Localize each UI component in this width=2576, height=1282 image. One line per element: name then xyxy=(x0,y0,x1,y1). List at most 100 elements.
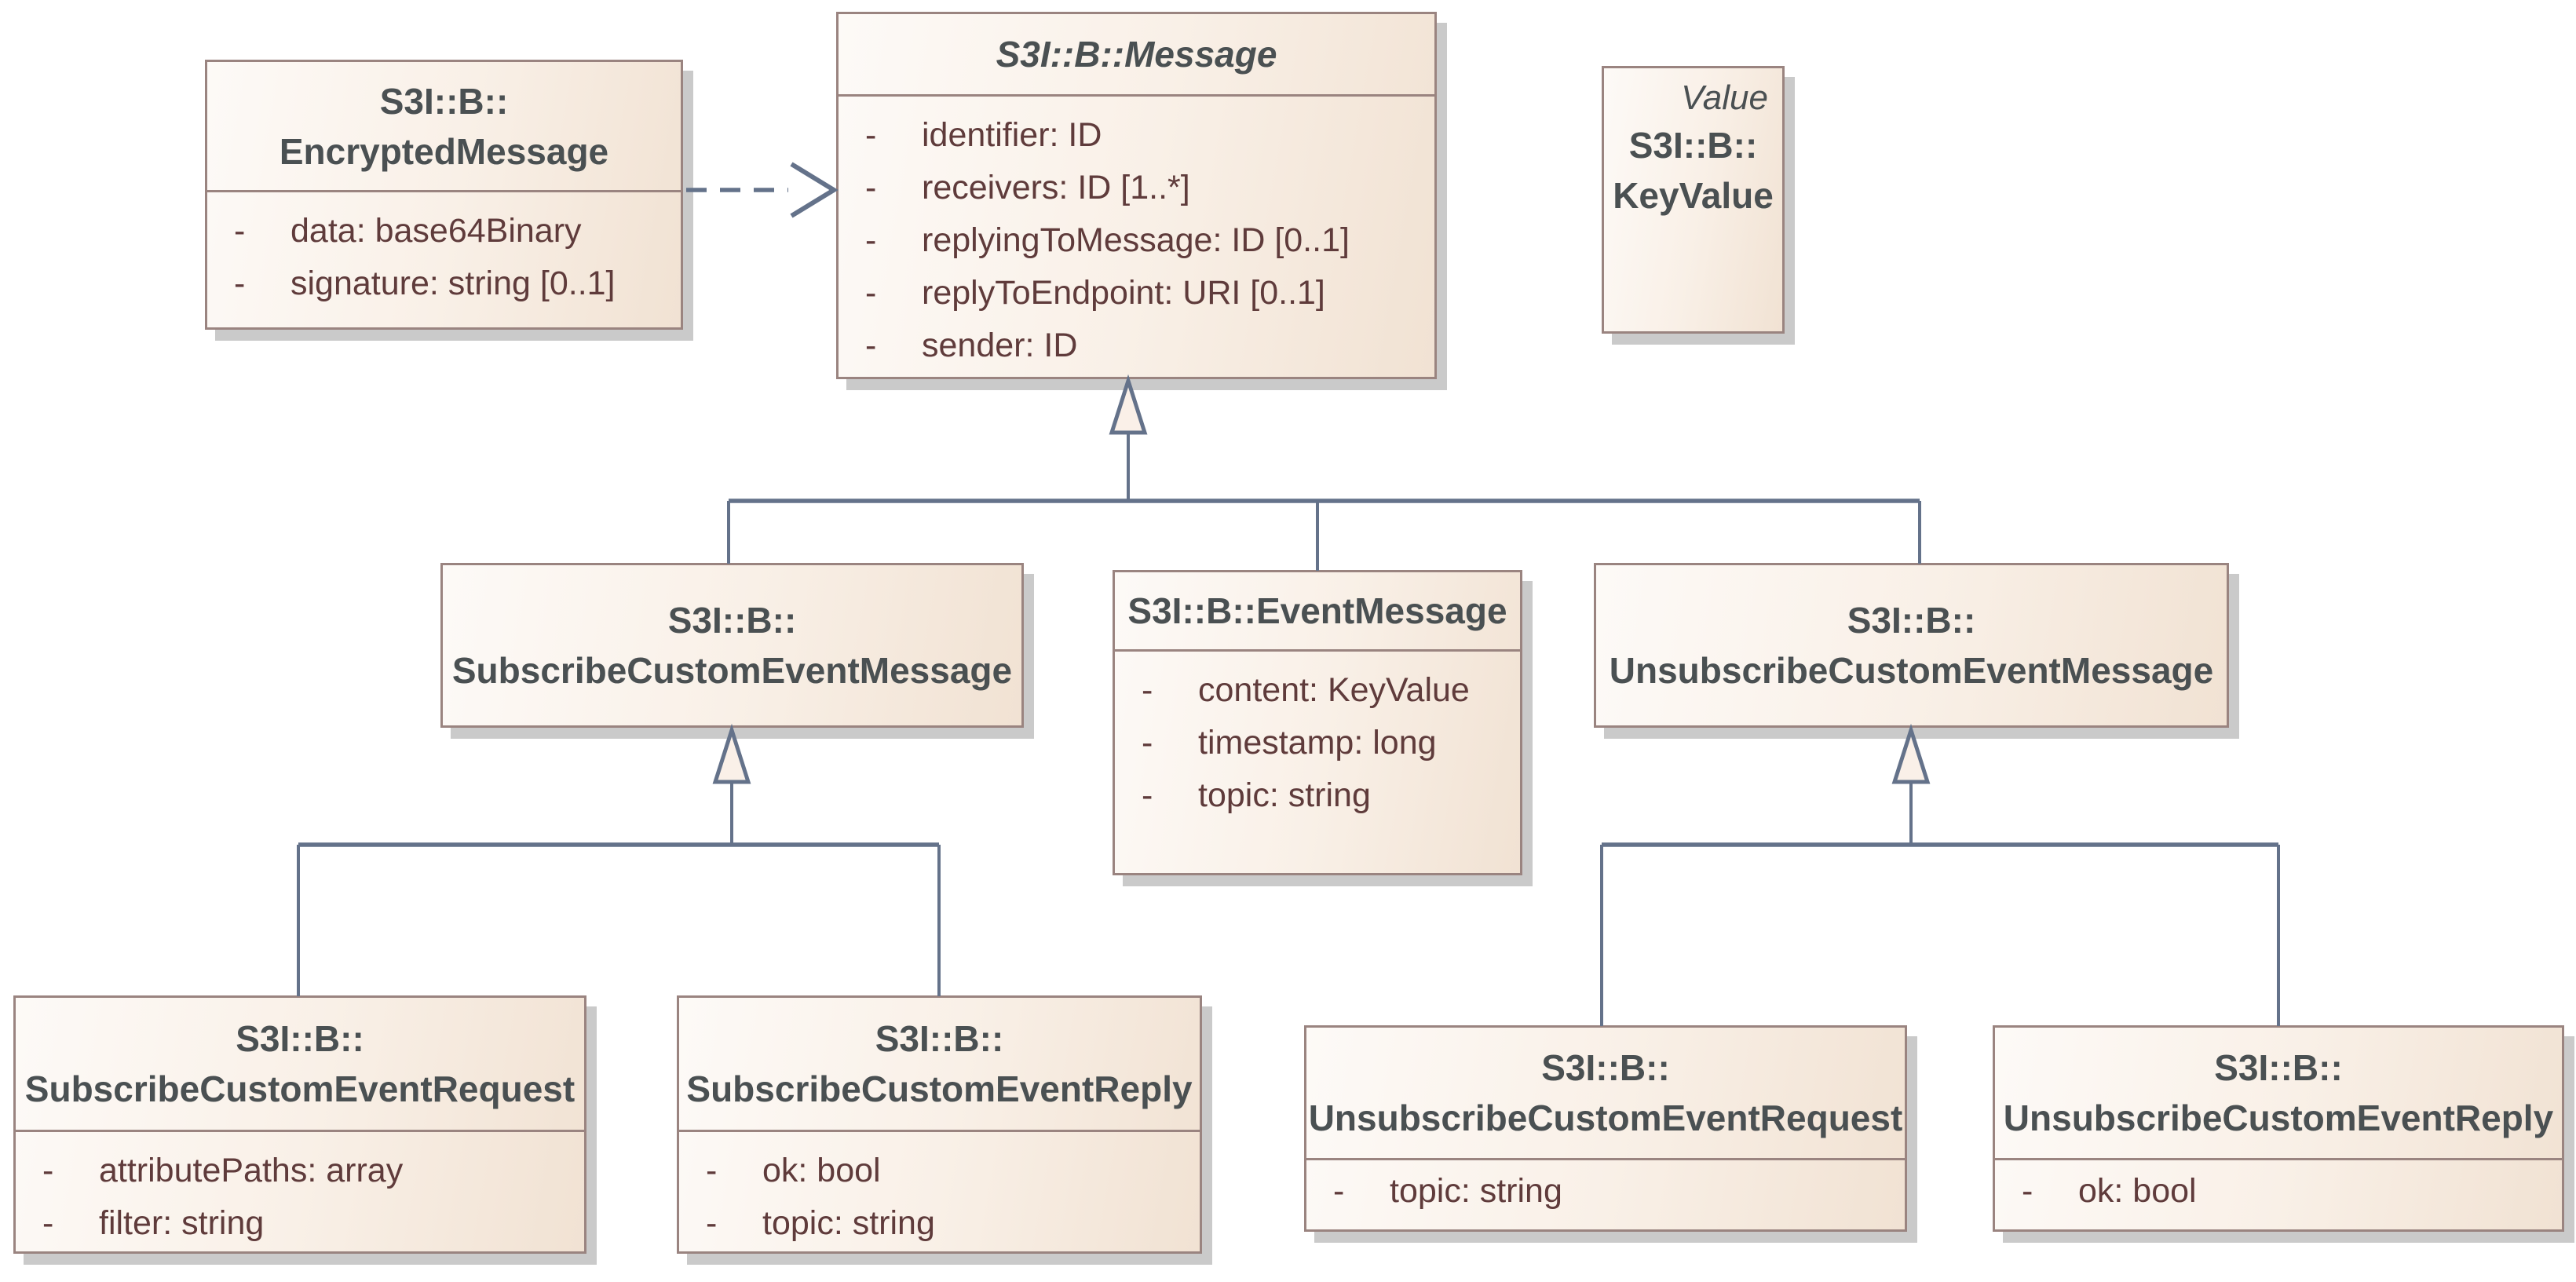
attribute-text: ok: bool xyxy=(762,1152,881,1189)
class-name: UnsubscribeCustomEventRequest xyxy=(1308,1098,1903,1138)
visibility-marker: - xyxy=(1333,1172,1345,1210)
class-name: SubscribeCustomEventReply xyxy=(686,1068,1193,1109)
class-name: UnsubscribeCustomEventMessage xyxy=(1609,650,2214,691)
visibility-marker: - xyxy=(1142,776,1153,814)
visibility-marker: - xyxy=(706,1152,718,1189)
attribute-row: - timestamp: long xyxy=(1115,717,1520,769)
class-subscribe-custom-event-reply[interactable]: S3I::B:: SubscribeCustomEventReply - ok: … xyxy=(677,995,1202,1254)
attribute-text: topic: string xyxy=(1198,776,1371,814)
class-title: Value S3I::B:: KeyValue xyxy=(1604,68,1782,331)
stereotype-label: Value xyxy=(1681,79,1768,117)
class-name: S3I::B:: xyxy=(667,600,797,641)
class-name: S3I::B:: xyxy=(2214,1047,2343,1088)
visibility-marker: - xyxy=(706,1204,718,1242)
generalization-triangle-icon xyxy=(712,723,751,784)
generalization-tree-subscribe xyxy=(297,723,941,996)
attribute-text: signature: string [0..1] xyxy=(290,265,616,302)
visibility-marker: - xyxy=(1142,724,1153,762)
attribute-row: - replyingToMessage: ID [0..1] xyxy=(839,214,1434,267)
class-title: S3I::B:: UnsubscribeCustomEventMessage xyxy=(1596,565,2227,725)
attribute-row: -content: KeyValue xyxy=(1115,664,1520,717)
class-name: S3I::B:: xyxy=(1628,125,1758,166)
class-title: S3I::B:: SubscribeCustomEventRequest xyxy=(16,998,584,1132)
class-subscribe-custom-event-message[interactable]: S3I::B:: SubscribeCustomEventMessage xyxy=(440,563,1024,728)
visibility-marker: - xyxy=(42,1152,54,1189)
class-unsubscribe-custom-event-reply[interactable]: S3I::B:: UnsubscribeCustomEventReply - ok… xyxy=(1993,1025,2564,1232)
generalization-triangle-icon xyxy=(1109,374,1148,435)
attribute-row: - filter: string xyxy=(16,1197,584,1250)
attribute-row: - identifier: ID xyxy=(839,109,1434,162)
visibility-marker: - xyxy=(42,1204,54,1242)
attribute-text: receivers: ID [1..*] xyxy=(922,169,1190,206)
attribute-text: identifier: ID xyxy=(922,116,1102,154)
class-event-message[interactable]: S3I::B::EventMessage -content: KeyValue … xyxy=(1113,570,1522,875)
attribute-text: content: KeyValue xyxy=(1198,671,1470,709)
class-title: S3I::B:: SubscribeCustomEventMessage xyxy=(443,565,1021,725)
class-key-value[interactable]: Value S3I::B:: KeyValue xyxy=(1602,66,1785,334)
attribute-text: ok: bool xyxy=(2078,1172,2197,1210)
class-title: S3I::B:: EncryptedMessage xyxy=(207,62,681,192)
class-name: SubscribeCustomEventMessage xyxy=(451,650,1013,691)
attribute-compartment: -content: KeyValue - timestamp: long - top… xyxy=(1115,652,1520,822)
attribute-compartment: - ok: bool - topic: string xyxy=(679,1132,1200,1250)
visibility-marker: - xyxy=(234,212,246,250)
class-name: S3I::B:: xyxy=(1541,1047,1670,1088)
class-name: KeyValue xyxy=(1613,175,1774,216)
class-name: SubscribeCustomEventRequest xyxy=(24,1068,575,1109)
class-name: S3I::B:: xyxy=(236,1018,364,1059)
class-message[interactable]: S3I::B::Message -identifier: ID -receive… xyxy=(836,12,1437,379)
class-subscribe-custom-event-request[interactable]: S3I::B:: SubscribeCustomEventRequest - at… xyxy=(13,995,586,1254)
class-title: S3I::B:: SubscribeCustomEventReply xyxy=(679,998,1200,1132)
visibility-marker: - xyxy=(865,327,877,364)
attribute-text: timestamp: long xyxy=(1198,724,1437,762)
visibility-marker: - xyxy=(234,265,246,302)
attribute-compartment: - identifier: ID - receivers: ID [1..*] - r… xyxy=(839,97,1434,372)
class-name: S3I::B:: xyxy=(875,1018,1004,1059)
attribute-text: sender: ID xyxy=(922,327,1078,364)
class-name: S3I::B::Message xyxy=(996,34,1277,75)
class-title: S3I::B::EventMessage xyxy=(1115,572,1520,652)
attribute-text: topic: string xyxy=(1390,1172,1562,1210)
attribute-row: - data: base64Binary xyxy=(207,205,681,257)
class-encrypted-message[interactable]: S3I::B:: EncryptedMessage - data: base64B… xyxy=(205,60,683,330)
attribute-row: - signature: string [0..1] xyxy=(207,257,681,310)
class-title: S3I::B::Message xyxy=(839,14,1434,97)
dependency-arrow-encrypted-to-message xyxy=(686,162,839,218)
visibility-marker: - xyxy=(2022,1172,2033,1210)
class-name: EncryptedMessage xyxy=(279,130,609,172)
attribute-row: - replyToEndpoint: URI [0..1] xyxy=(839,267,1434,320)
attribute-compartment: - attributePaths: array - filter: string xyxy=(16,1132,584,1250)
attribute-row: - topic: string xyxy=(1115,769,1520,822)
generalization-triangle-icon xyxy=(1891,723,1931,784)
class-name: S3I::B::EventMessage xyxy=(1127,590,1507,631)
attribute-row: - sender: ID xyxy=(839,320,1434,372)
class-name: S3I::B:: xyxy=(379,80,509,122)
attribute-text: data: base64Binary xyxy=(290,212,582,250)
attribute-row: - topic: string xyxy=(1306,1165,1905,1218)
attribute-row: - receivers: ID [1..*] xyxy=(839,162,1434,214)
class-unsubscribe-custom-event-request[interactable]: S3I::B:: UnsubscribeCustomEventRequest -… xyxy=(1304,1025,1907,1232)
attribute-text: replyToEndpoint: URI [0..1] xyxy=(922,274,1325,312)
visibility-marker: - xyxy=(865,116,877,154)
generalization-tree-unsubscribe xyxy=(1600,723,2280,1026)
attribute-text: topic: string xyxy=(762,1204,935,1242)
class-unsubscribe-custom-event-message[interactable]: S3I::B:: UnsubscribeCustomEventMessage xyxy=(1594,563,2229,728)
attribute-compartment: - ok: bool xyxy=(1995,1160,2562,1218)
attribute-text: attributePaths: array xyxy=(99,1152,404,1189)
attribute-row: - ok: bool xyxy=(679,1145,1200,1197)
generalization-tree-message xyxy=(727,374,1921,571)
attribute-row: - topic: string xyxy=(679,1197,1200,1250)
visibility-marker: - xyxy=(865,169,877,206)
class-name: S3I::B:: xyxy=(1847,600,1976,641)
visibility-marker: - xyxy=(865,274,877,312)
attribute-text: filter: string xyxy=(99,1204,265,1242)
attribute-row: - ok: bool xyxy=(1995,1165,2562,1218)
attribute-text: replyingToMessage: ID [0..1] xyxy=(922,221,1350,259)
visibility-marker: - xyxy=(865,221,877,259)
class-title: S3I::B:: UnsubscribeCustomEventRequest xyxy=(1306,1028,1905,1160)
class-name: UnsubscribeCustomEventReply xyxy=(2003,1098,2554,1138)
class-title: S3I::B:: UnsubscribeCustomEventReply xyxy=(1995,1028,2562,1160)
attribute-compartment: - topic: string xyxy=(1306,1160,1905,1218)
attribute-compartment: - data: base64Binary - signature: string [… xyxy=(207,192,681,310)
